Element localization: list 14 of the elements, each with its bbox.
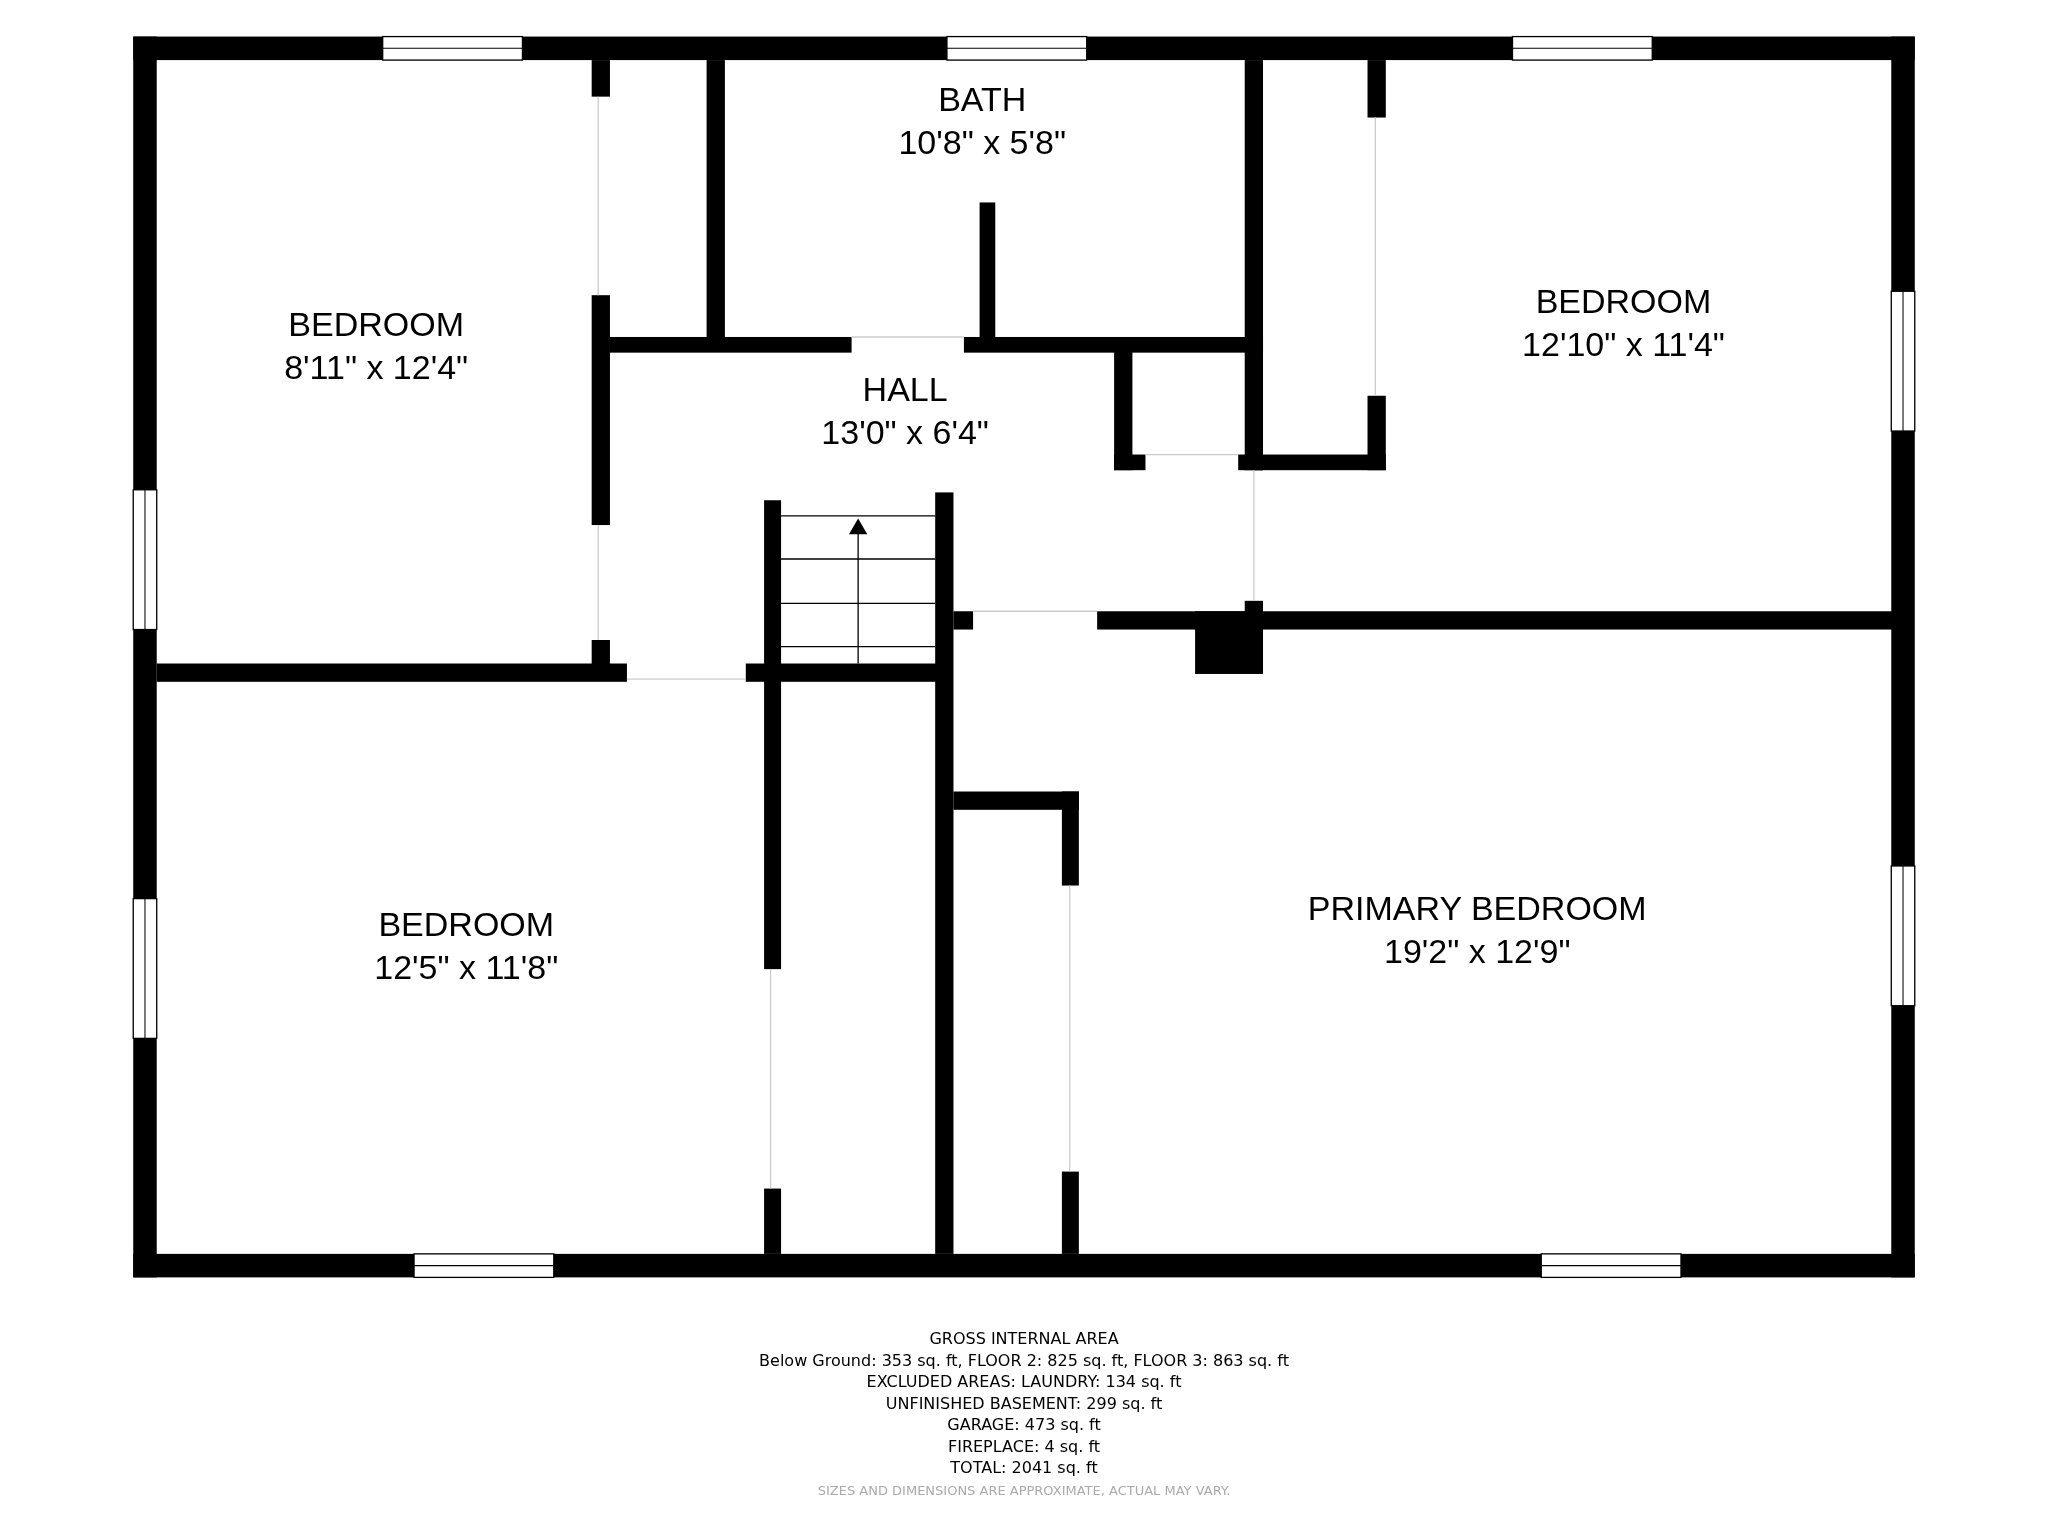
room-label: PRIMARY BEDROOM 19'2" x 12'9"	[1307, 886, 1647, 973]
area-summary-line: TOTAL: 2041 sq. ft	[950, 1457, 1098, 1479]
area-summary-line: UNFINISHED BASEMENT: 299 sq. ft	[885, 1392, 1163, 1414]
disclaimer-note: SIZES AND DIMENSIONS ARE APPROXIMATE, ACTUAL MAY VARY.	[817, 1481, 1231, 1500]
room-label: BATH 10'8" x 5'8"	[898, 78, 1066, 165]
area-summary-line: GARAGE: 473 sq. ft	[947, 1414, 1101, 1436]
area-summary-line: FIREPLACE: 4 sq. ft	[947, 1435, 1101, 1457]
room-label: BEDROOM 12'5" x 11'8"	[374, 902, 559, 989]
room-label: BEDROOM 12'10" x 11'4"	[1522, 279, 1725, 366]
room-label: HALL 13'0" x 6'4"	[821, 368, 989, 455]
area-summary-line: GROSS INTERNAL AREA	[929, 1328, 1119, 1350]
area-summary-line: EXCLUDED AREAS: LAUNDRY: 134 sq. ft	[866, 1371, 1182, 1393]
area-summary-line: Below Ground: 353 sq. ft, FLOOR 2: 825 sq. ft, FLOOR 3: 863 sq. ft	[759, 1349, 1289, 1371]
room-label: BEDROOM 8'11" x 12'4"	[284, 303, 469, 390]
